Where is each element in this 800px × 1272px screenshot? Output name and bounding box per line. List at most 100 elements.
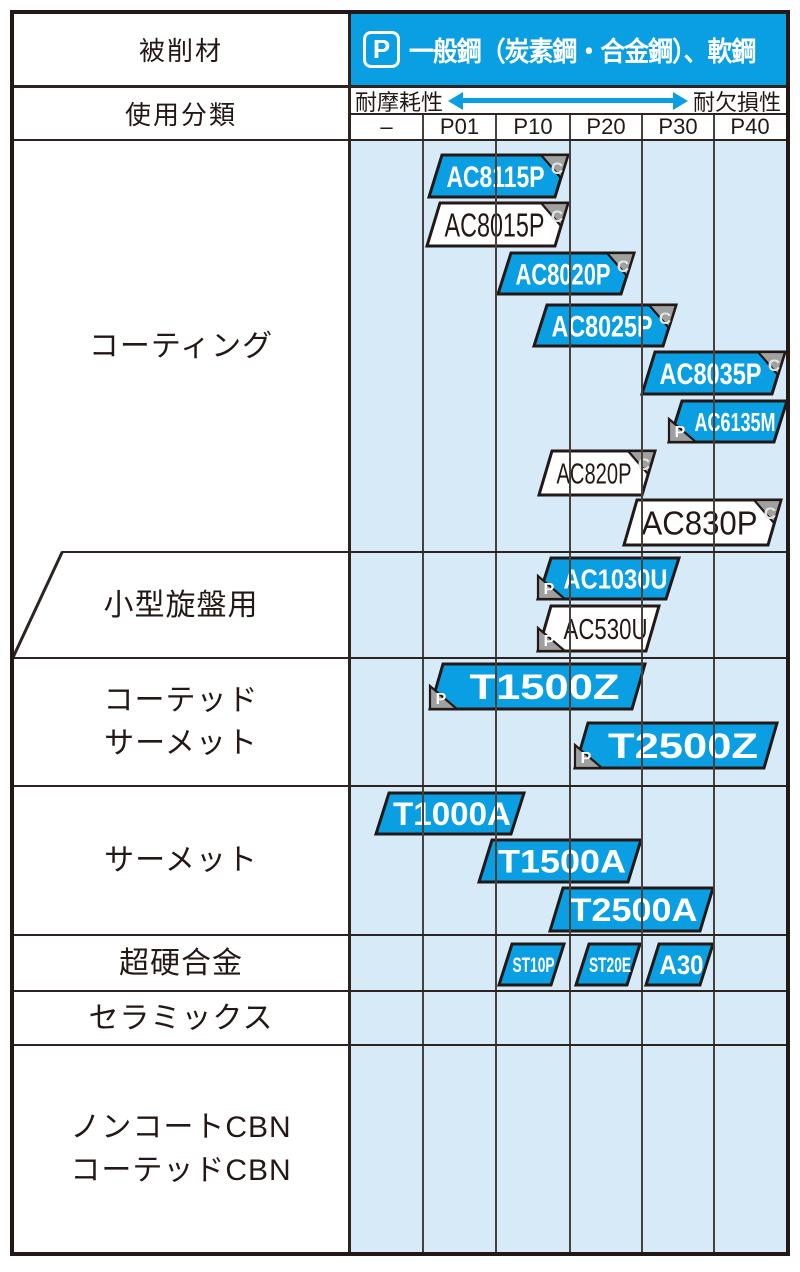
row-label-ceramics: セラミックス: [88, 1001, 274, 1035]
grade-chip-ac8020p: C AC8020P: [495, 251, 637, 296]
chip-shape: [495, 251, 637, 296]
grade-chip-ac6135m: P AC6135M: [666, 399, 790, 444]
chip-label: AC1030U: [564, 564, 668, 595]
grade-chip-t2500a: T2500A: [547, 886, 716, 933]
chip-label: T1500A: [498, 844, 626, 880]
grid-line-header-bottom: [14, 85, 786, 88]
grade-chip-t1500a: T1500A: [476, 838, 644, 884]
row-label-cbn: ノンコートCBN コーテッドCBN: [70, 1110, 292, 1187]
chip-label: AC8015P: [445, 206, 545, 243]
column-p20: P20: [586, 114, 626, 139]
arrow-left-head-icon: [448, 91, 464, 110]
p-badge-letter: P: [581, 750, 592, 767]
coated-corner-badge: [538, 153, 570, 181]
chip-label: T1500Z: [470, 668, 620, 707]
coated-corner-badge: [538, 201, 570, 229]
chip-label: AC8035P: [660, 358, 762, 391]
chip-label: AC8020P: [516, 258, 611, 291]
chip-shape: [622, 498, 783, 547]
chip-shape: [424, 201, 571, 248]
grid-line-axis-bottom: [350, 113, 786, 115]
grade-chip-st10p: ST10P: [496, 942, 567, 987]
chip-shape: [573, 942, 643, 987]
coated-badge-letter: C: [659, 309, 671, 328]
grid-line-label-column: [348, 14, 351, 1252]
resistance-axis: 耐摩耗性 耐欠損性: [352, 87, 784, 115]
grid-line-p40: [713, 114, 715, 1252]
coated-badge-letter: C: [768, 356, 780, 375]
chip-label: AC6135M: [695, 407, 776, 437]
chip-label: T2500Z: [608, 727, 758, 766]
grade-chip-a30: A30: [643, 942, 716, 987]
coated-badge-letter: C: [617, 257, 629, 276]
p-badge-letter: P: [436, 691, 447, 708]
usage-class-label-cell: 使用分類: [14, 88, 348, 139]
chip-shape: [426, 153, 571, 199]
coated-badge-letter: C: [551, 159, 563, 178]
coated-corner-badge: [755, 350, 787, 378]
grid-line-p01: [422, 114, 424, 1252]
p-type-badge: [536, 625, 568, 653]
chip-label: AC830P: [642, 504, 758, 541]
row-label-carbide: 超硬合金: [119, 946, 243, 980]
grid-line-p30: [641, 114, 643, 1252]
p-badge-letter: P: [675, 424, 686, 441]
row-label-coating: コーティング: [88, 329, 274, 363]
p-badge-letter: P: [544, 633, 555, 650]
chip-shape: [476, 838, 644, 884]
double-arrow-icon: [448, 91, 688, 110]
p-type-badge: [428, 683, 460, 711]
chip-label: ST20E: [589, 954, 631, 977]
chip-label: T2500A: [570, 892, 698, 928]
coated-badge-letter: C: [764, 504, 776, 523]
grade-chip-t1500z: P T1500Z: [428, 662, 647, 711]
column-p30: P30: [658, 114, 698, 139]
row-label-small-lathe: 小型旋盤用: [103, 588, 259, 622]
coated-badge-letter: C: [638, 455, 650, 474]
work-material-label-cell: 被削材: [14, 14, 348, 85]
p-type-badge: [667, 416, 699, 444]
arrow-right-head-icon: [672, 91, 688, 110]
usage-class-label: 使用分類: [124, 100, 237, 130]
p-class-column-header: – P01 P10 P20 P30 P40: [350, 114, 786, 140]
column-dash: –: [380, 114, 393, 139]
chip-label: AC530U: [564, 614, 648, 646]
p-badge-letter: P: [544, 581, 555, 598]
row-label-cermet: サーメット: [104, 844, 258, 877]
grid-line-subheader-bottom: [14, 139, 786, 141]
grade-chip-t1000a: T1000A: [373, 791, 527, 836]
grade-chip-ac8015p: C AC8015P: [424, 201, 571, 248]
grade-chip-ac830p: C AC830P: [622, 498, 783, 547]
grid-line-p20: [569, 114, 571, 1252]
chip-shape: [643, 942, 716, 987]
coated-corner-badge: [751, 498, 783, 526]
coated-badge-letter: C: [551, 207, 563, 226]
work-material-label: 被削材: [138, 36, 223, 66]
row-divider-small-lathe: [14, 657, 786, 659]
column-p01: P01: [439, 114, 480, 139]
p-type-badge: [536, 573, 568, 601]
chip-label: AC8025P: [552, 310, 653, 343]
p-class-symbol: P: [372, 34, 391, 64]
p-class-icon: P: [363, 31, 400, 68]
work-material-value: 一般鋼（炭素鋼・合金鋼）、軟鋼: [409, 37, 756, 67]
row-label-coated-cermet: コーテッド サーメット: [103, 684, 259, 760]
arrow-bar: [463, 98, 673, 103]
coated-corner-badge: [646, 303, 678, 331]
grade-chip-ac1030u: P AC1030U: [535, 556, 682, 601]
row-divider-coating: [62, 551, 786, 553]
chip-label: T1000A: [393, 796, 511, 832]
chip-shape: [373, 791, 527, 836]
p-type-badge: [573, 742, 605, 770]
column-p10: P10: [513, 114, 553, 139]
chip-shape: [547, 886, 716, 933]
row-divider-carbide: [14, 990, 786, 992]
chip-shape: [496, 942, 567, 987]
grid-line-p10: [495, 114, 497, 1252]
chip-label: A30: [660, 950, 704, 980]
grade-chip-st20e: ST20E: [573, 942, 643, 987]
row-divider-coated-cermet: [14, 785, 786, 787]
row-divider-ceramics: [14, 1044, 786, 1046]
